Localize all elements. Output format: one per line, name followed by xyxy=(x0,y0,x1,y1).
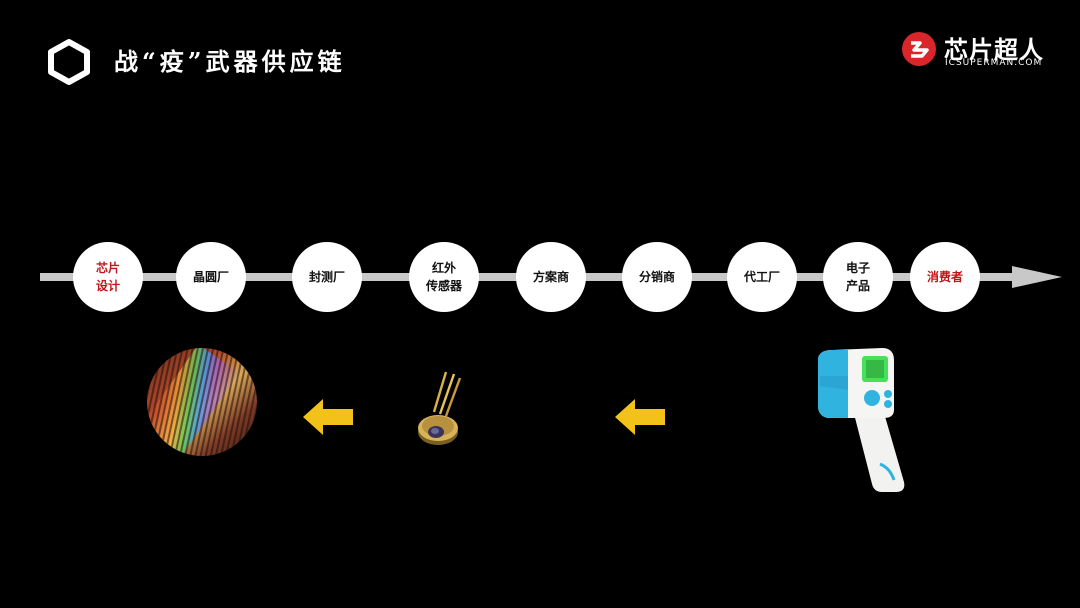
node-packaging-test: 封测厂 xyxy=(292,242,362,312)
brand-logo: 芯片超人 ICSUPERMAN.COM xyxy=(900,30,1060,72)
arrow-left-icon xyxy=(615,399,665,435)
node-consumer: 消费者 xyxy=(910,242,980,312)
node-wafer-fab: 晶圆厂 xyxy=(176,242,246,312)
ir-sensor-image xyxy=(418,371,462,445)
timeline-arrowhead xyxy=(1012,266,1062,288)
arrow-left-icon xyxy=(303,399,353,435)
ir-thermometer-image xyxy=(818,348,905,492)
node-oem-factory: 代工厂 xyxy=(727,242,797,312)
brand-name: 芯片超人 xyxy=(944,36,1044,64)
brand-mark-icon xyxy=(902,32,936,66)
node-chip-design: 芯片 设计 xyxy=(73,242,143,312)
node-solution-provider: 方案商 xyxy=(516,242,586,312)
node-electronic-product: 电子 产品 xyxy=(823,242,893,312)
node-distributor: 分销商 xyxy=(622,242,692,312)
node-ir-sensor: 红外 传感器 xyxy=(409,242,479,312)
brand-url: ICSUPERMAN.COM xyxy=(945,58,1043,68)
wafer-image xyxy=(147,348,257,456)
page-title: 战“疫”武器供应链 xyxy=(114,47,346,76)
hexagon-logo-icon xyxy=(48,39,90,85)
